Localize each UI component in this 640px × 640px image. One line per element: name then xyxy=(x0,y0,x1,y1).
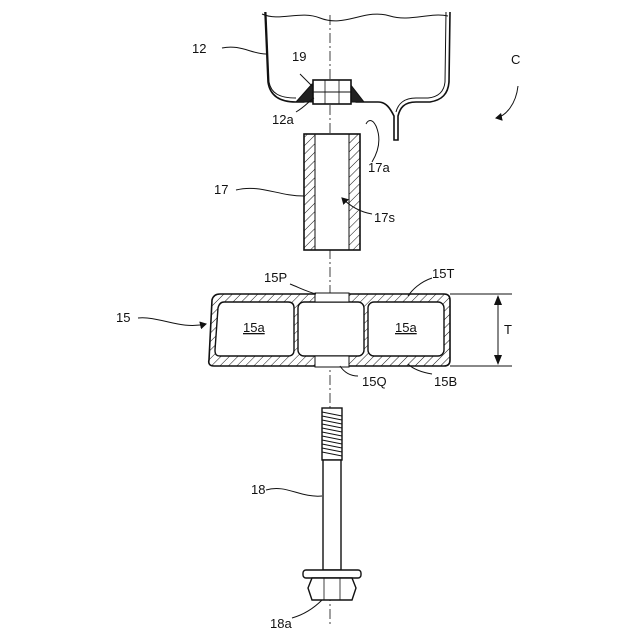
label-t: T xyxy=(504,322,512,337)
label-18a: 18a xyxy=(270,616,292,631)
bolt xyxy=(303,408,361,600)
label-17s: 17s xyxy=(374,210,395,225)
label-c: C xyxy=(511,52,520,67)
label-17: 17 xyxy=(214,182,228,197)
label-15p: 15P xyxy=(264,270,287,285)
label-19: 19 xyxy=(292,49,306,64)
label-15t: 15T xyxy=(432,266,454,281)
weld-nut xyxy=(296,80,364,104)
label-17a: 17a xyxy=(368,160,390,175)
label-15a-left: 15a xyxy=(243,320,265,335)
label-15q: 15Q xyxy=(362,374,387,389)
label-12a: 12a xyxy=(272,112,294,127)
label-15a-right: 15a xyxy=(395,320,417,335)
label-15: 15 xyxy=(116,310,130,325)
label-12: 12 xyxy=(192,41,206,56)
label-15b: 15B xyxy=(434,374,457,389)
label-18: 18 xyxy=(251,482,265,497)
dimension-t xyxy=(450,294,512,366)
collar-sleeve xyxy=(304,134,360,250)
